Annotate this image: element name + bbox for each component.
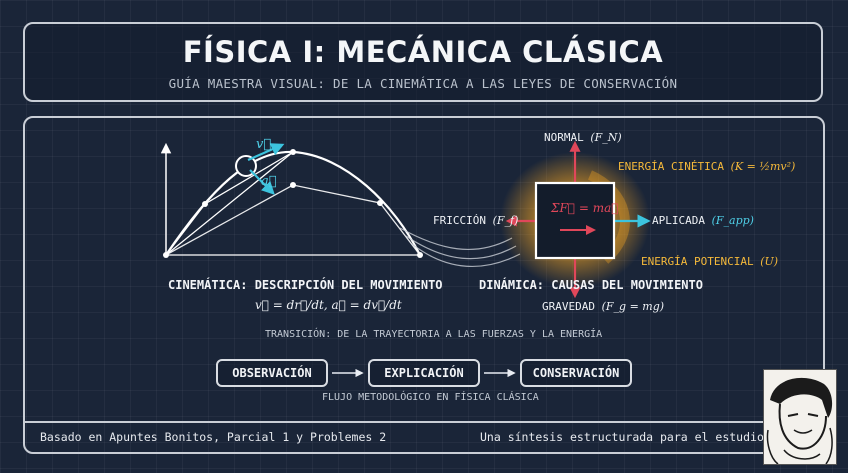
acceleration-label: a⃗ [261,174,277,189]
velocity-label: v⃗ [256,137,272,152]
acceleration-vector [249,169,275,195]
newton-law: ΣF⃗ = ma⃗ [551,201,619,215]
velocity-formula: v⃗ = dr⃗/dt, a⃗ = dv⃗/dt [255,298,402,312]
transition-caption: TRANSICIÓN: DE LA TRAYECTORIA A LAS FUER… [265,329,603,340]
applied-force-label: APLICADA (F_app) [652,214,754,227]
flow-step-observacion: OBSERVACIÓN [216,359,328,387]
page-subtitle: GUÍA MAESTRA VISUAL: DE LA CINEMÁTICA A … [168,76,678,91]
footer-left-text: Basado en Apuntes Bonitos, Parcial 1 y P… [40,430,387,444]
transition-swoosh [399,227,521,268]
friction-force-label: FRICCIÓN (F_f) [433,214,519,227]
kinetic-energy-label: ENERGÍA CINÉTICA (K = ½mv²) [618,160,796,173]
title-panel: FÍSICA I: MECÁNICA CLÁSICA GUÍA MAESTRA … [23,22,823,102]
velocity-vector [247,143,285,162]
mass-block [534,181,616,260]
gravity-force-label: GRAVEDAD (F_g = mg) [542,300,665,313]
kinematics-caption: CINEMÁTICA: DESCRIPCIÓN DEL MOVIMIENTO [168,278,443,292]
flow-caption: FLUJO METODOLÓGICO EN FÍSICA CLÁSICA [322,392,539,403]
flow-step-conservacion: CONSERVACIÓN [520,359,632,387]
diagram-panel [23,116,825,454]
footer-divider [23,421,825,423]
flow-step-explicacion: EXPLICACIÓN [368,359,480,387]
potential-energy-label: ENERGÍA POTENCIAL (U) [641,255,779,268]
footer-right-text: Una síntesis estructurada para el estudi… [480,430,765,444]
normal-force-label: NORMAL (F_N) [544,131,622,144]
avatar [763,369,837,465]
sketch-portrait-icon [764,370,836,464]
page-title: FÍSICA I: MECÁNICA CLÁSICA [182,35,664,69]
dynamics-caption: DINÁMICA: CAUSAS DEL MOVIMIENTO [479,278,703,292]
trajectory-points [163,149,423,258]
